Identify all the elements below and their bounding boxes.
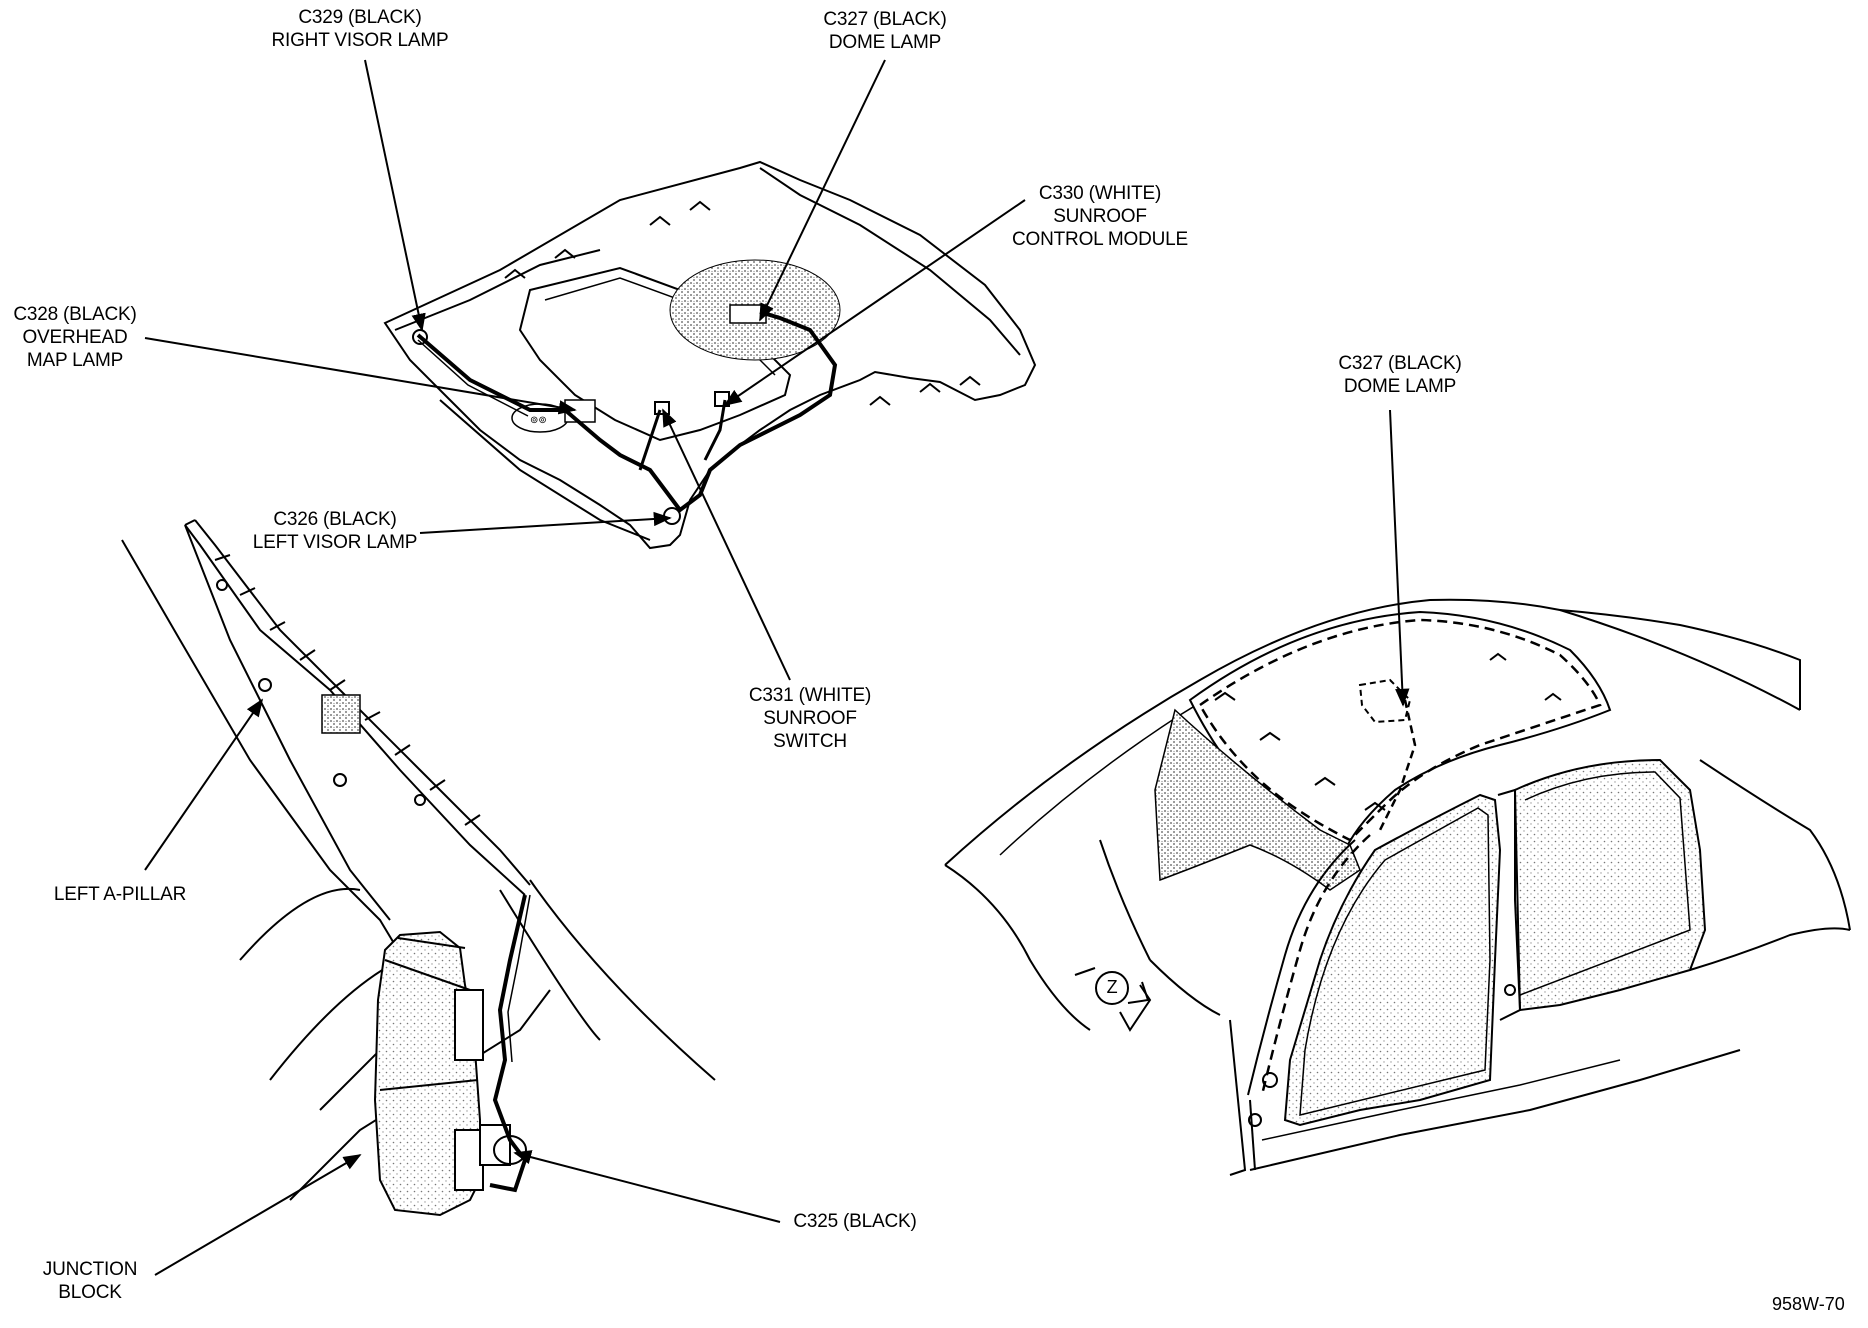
label-c331: C331 (WHITE) SUNROOF SWITCH bbox=[730, 684, 890, 753]
leader-c329 bbox=[364, 59, 426, 332]
view-z-marker bbox=[1074, 967, 1152, 1032]
car-body-view bbox=[944, 598, 1851, 1176]
label-c326-line2: LEFT VISOR LAMP bbox=[252, 532, 418, 553]
label-c328-line1: C328 (BLACK) bbox=[13, 304, 137, 325]
label-c327-right: C327 (BLACK) DOME LAMP bbox=[1320, 352, 1480, 398]
svg-text:⊚⊚: ⊚⊚ bbox=[530, 415, 547, 426]
label-left-a-pillar: LEFT A-PILLAR bbox=[40, 883, 200, 906]
label-c327-top: C327 (BLACK) DOME LAMP bbox=[790, 8, 980, 54]
label-c329-line2: RIGHT VISOR LAMP bbox=[271, 30, 449, 51]
leader-c325 bbox=[513, 1150, 781, 1223]
label-c331-line1: C331 (WHITE) bbox=[748, 685, 872, 706]
label-junction-block-line2: BLOCK bbox=[58, 1282, 122, 1303]
label-c330-line3: CONTROL MODULE bbox=[1012, 229, 1188, 250]
label-c331-line2: SUNROOF bbox=[763, 708, 857, 729]
figure-code: 958W-70 bbox=[1772, 1294, 1845, 1314]
label-junction-block: JUNCTION BLOCK bbox=[30, 1258, 150, 1304]
label-c327-right-line2: DOME LAMP bbox=[1343, 376, 1457, 397]
label-left-a-pillar-line1: LEFT A-PILLAR bbox=[53, 884, 187, 905]
label-c326-line1: C326 (BLACK) bbox=[273, 509, 397, 530]
label-junction-block-line1: JUNCTION bbox=[42, 1259, 138, 1280]
label-c329-line1: C329 (BLACK) bbox=[298, 7, 422, 28]
leader-c327-top bbox=[759, 59, 886, 322]
leader-lines bbox=[144, 59, 1410, 1276]
leader-c326 bbox=[419, 511, 672, 534]
leader-junction-block bbox=[154, 1154, 362, 1276]
leader-c331 bbox=[662, 408, 791, 681]
label-c330-line1: C330 (WHITE) bbox=[1038, 183, 1162, 204]
label-c325-line1: C325 (BLACK) bbox=[793, 1211, 917, 1232]
label-c328-line3: MAP LAMP bbox=[26, 350, 124, 371]
leader-c330 bbox=[723, 199, 1026, 407]
label-c328: C328 (BLACK) OVERHEAD MAP LAMP bbox=[0, 303, 150, 372]
label-c329: C329 (BLACK) RIGHT VISOR LAMP bbox=[250, 6, 470, 52]
leader-left-a-pillar bbox=[144, 698, 264, 871]
label-c327-top-line2: DOME LAMP bbox=[828, 32, 942, 53]
a-pillar-view bbox=[121, 519, 716, 1217]
headliner: ⊚⊚ bbox=[383, 160, 1037, 550]
leader-c327-right bbox=[1389, 409, 1410, 707]
label-c331-line3: SWITCH bbox=[773, 731, 847, 752]
label-c327-top-line1: C327 (BLACK) bbox=[823, 9, 947, 30]
label-c325: C325 (BLACK) bbox=[775, 1210, 935, 1233]
label-c330-line2: SUNROOF bbox=[1053, 206, 1147, 227]
label-c326: C326 (BLACK) LEFT VISOR LAMP bbox=[245, 508, 425, 554]
label-c327-right-line1: C327 (BLACK) bbox=[1338, 353, 1462, 374]
label-c328-line2: OVERHEAD bbox=[22, 327, 128, 348]
label-c330: C330 (WHITE) SUNROOF CONTROL MODULE bbox=[990, 182, 1210, 251]
leader-c328 bbox=[144, 337, 577, 415]
view-marker-letter: Z bbox=[1106, 977, 1118, 997]
